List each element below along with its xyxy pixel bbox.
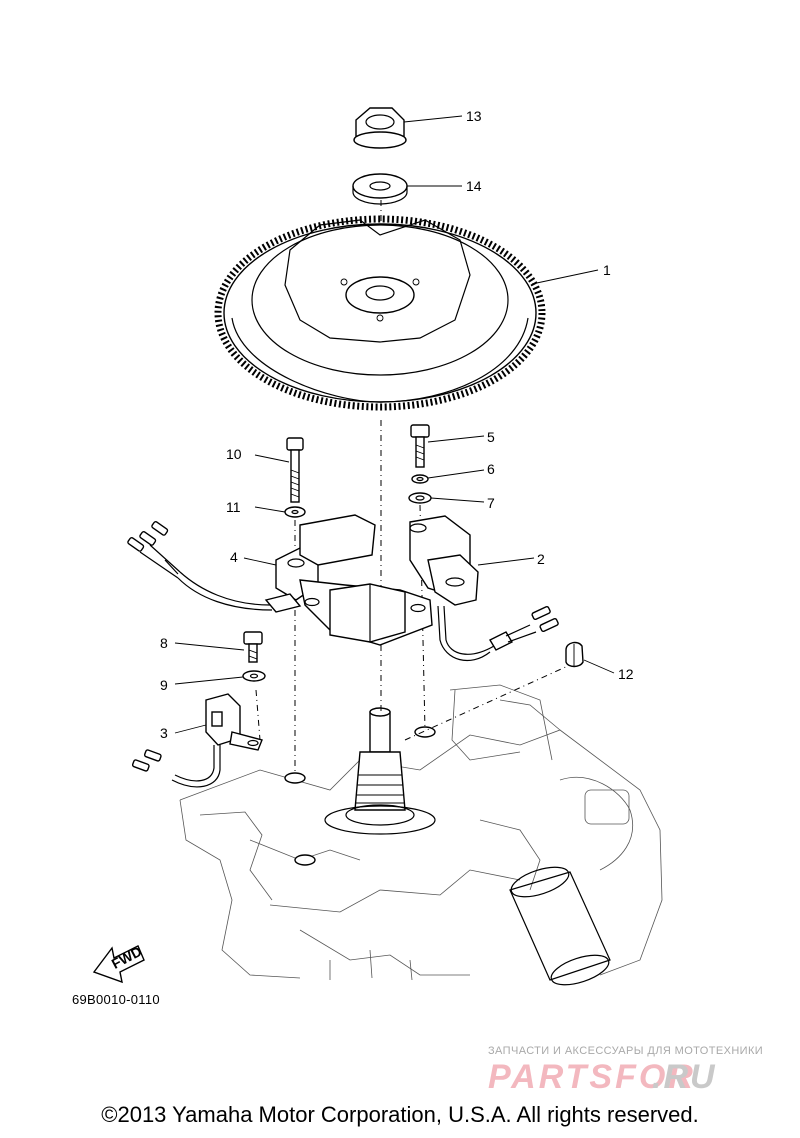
part-3-sensor <box>131 693 263 788</box>
callout-13: 13 <box>466 108 482 124</box>
part-8-bolt <box>243 631 263 663</box>
callout-14: 14 <box>466 178 482 194</box>
part-2-pulser-coil <box>409 515 559 662</box>
part-4-charge-coil <box>127 514 433 646</box>
part-6-lock-washer <box>411 474 429 484</box>
callout-7: 7 <box>487 495 495 511</box>
watermark-tagline: ЗАПЧАСТИ И АКСЕССУАРЫ ДЛЯ МОТОТЕХНИКИ <box>488 1045 764 1057</box>
callout-5: 5 <box>487 429 495 445</box>
part-1-flywheel <box>214 215 546 411</box>
callout-12: 12 <box>618 666 634 682</box>
part-14-washer <box>352 173 408 205</box>
part-10-bolt <box>286 437 304 503</box>
callout-10: 10 <box>226 446 242 462</box>
leader-lines <box>174 115 615 734</box>
mount-bosses <box>284 726 436 866</box>
crankshaft <box>324 707 436 835</box>
part-9-washer <box>242 670 266 682</box>
callout-4: 4 <box>230 549 238 565</box>
diagram-code: 69B0010-0110 <box>72 992 160 1007</box>
callout-3: 3 <box>160 725 168 741</box>
engine-block-outline <box>179 684 663 981</box>
watermark-suffix: .RU <box>652 1058 717 1096</box>
copyright-notice: ©2013 Yamaha Motor Corporation, U.S.A. A… <box>101 1102 699 1127</box>
callout-11: 11 <box>226 499 241 515</box>
part-12-woodruff-key <box>565 641 584 668</box>
part-7-washer <box>408 492 432 504</box>
callout-2: 2 <box>537 551 545 567</box>
part-13-flywheel-nut <box>353 107 407 149</box>
callout-1: 1 <box>603 262 611 278</box>
callout-6: 6 <box>487 461 495 477</box>
callout-9: 9 <box>160 677 168 693</box>
oil-filter <box>509 866 611 986</box>
callout-8: 8 <box>160 635 168 651</box>
part-5-bolt <box>410 424 430 468</box>
watermark-brand: PARTSFOR <box>488 1058 696 1096</box>
callout-numbers: 1 2 3 4 5 6 7 8 9 10 11 12 13 14 <box>160 108 634 741</box>
part-11-washer <box>284 506 306 518</box>
fwd-direction-arrow: FWD <box>92 943 145 984</box>
